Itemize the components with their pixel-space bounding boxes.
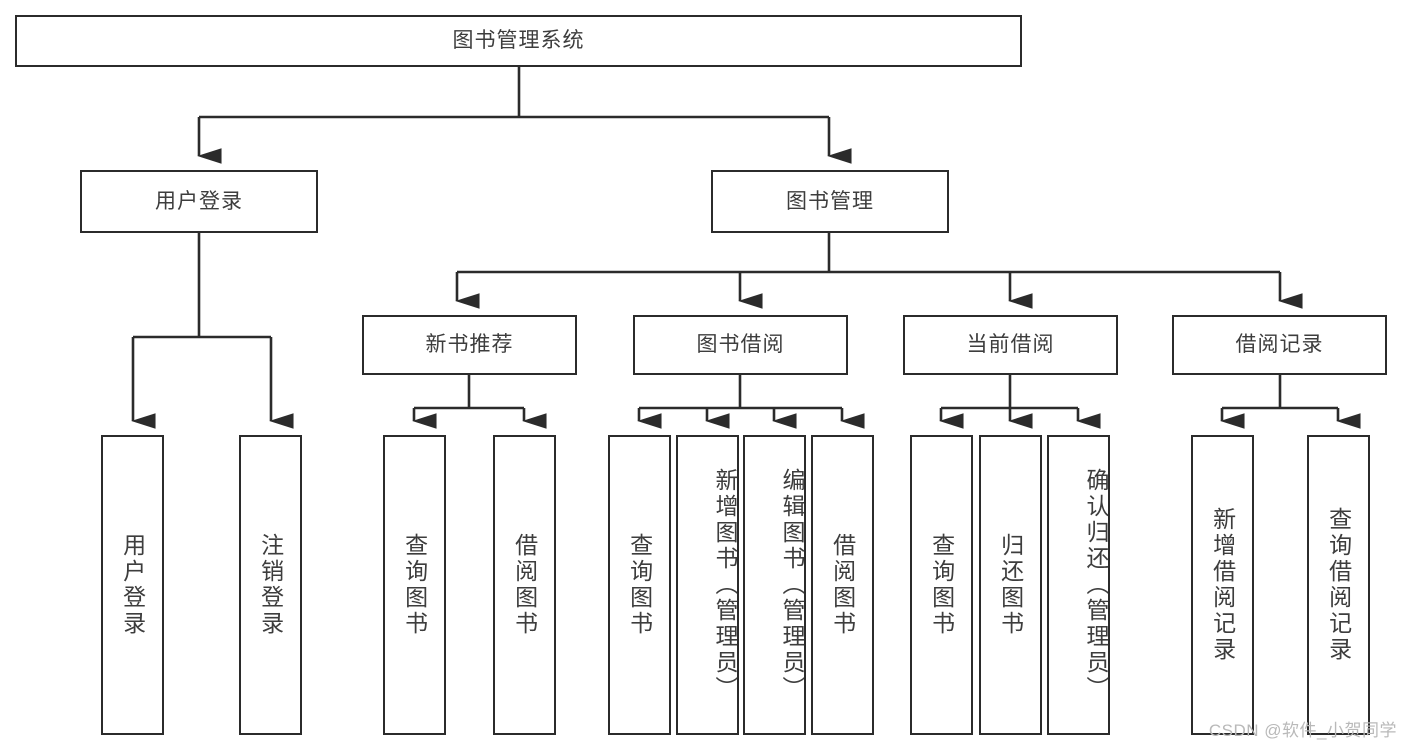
node-label: 新书推荐 <box>425 333 514 357</box>
leaf-newbook-borrow-book[interactable]: 借阅图书 <box>493 435 556 735</box>
node-current-borrow[interactable]: 当前借阅 <box>903 315 1118 375</box>
node-root-system[interactable]: 图书管理系统 <box>15 15 1022 67</box>
node-label: 借阅记录 <box>1235 333 1324 357</box>
node-label: 用户登录 <box>119 533 146 637</box>
node-new-book-recommend[interactable]: 新书推荐 <box>362 315 577 375</box>
node-label: 新增图书（管理员） <box>712 468 738 702</box>
node-label: 查询图书 <box>626 533 653 637</box>
leaf-user-login[interactable]: 用户登录 <box>101 435 164 735</box>
watermark-text: CSDN @软件_小贺同学 <box>1208 721 1397 740</box>
node-label: 查询图书 <box>401 533 428 637</box>
node-label: 借阅图书 <box>829 533 856 637</box>
node-label: 当前借阅 <box>966 333 1055 357</box>
node-borrow-record[interactable]: 借阅记录 <box>1172 315 1387 375</box>
leaf-newbook-query-book[interactable]: 查询图书 <box>383 435 446 735</box>
node-label: 查询图书 <box>928 533 955 637</box>
node-label: 确认归还（管理员） <box>1083 468 1109 702</box>
node-label: 新增借阅记录 <box>1209 507 1236 663</box>
node-label: 归还图书 <box>997 533 1024 637</box>
node-label: 注销登录 <box>257 533 284 637</box>
node-user-login[interactable]: 用户登录 <box>80 170 318 233</box>
node-book-borrow[interactable]: 图书借阅 <box>633 315 848 375</box>
leaf-borrow-add-book-admin[interactable]: 新增图书（管理员） <box>676 435 739 735</box>
leaf-borrow-borrow-book[interactable]: 借阅图书 <box>811 435 874 735</box>
node-book-management[interactable]: 图书管理 <box>711 170 949 233</box>
leaf-record-add-record[interactable]: 新增借阅记录 <box>1191 435 1254 735</box>
node-label: 图书管理系统 <box>452 29 585 53</box>
leaf-record-query-record[interactable]: 查询借阅记录 <box>1307 435 1370 735</box>
leaf-current-return-book[interactable]: 归还图书 <box>979 435 1042 735</box>
node-label: 借阅图书 <box>511 533 538 637</box>
node-label: 用户登录 <box>155 189 243 213</box>
node-label: 图书借阅 <box>696 333 785 357</box>
leaf-borrow-query-book[interactable]: 查询图书 <box>608 435 671 735</box>
leaf-current-confirm-return-admin[interactable]: 确认归还（管理员） <box>1047 435 1110 735</box>
leaf-logout[interactable]: 注销登录 <box>239 435 302 735</box>
node-label: 查询借阅记录 <box>1325 507 1352 663</box>
leaf-borrow-edit-book-admin[interactable]: 编辑图书（管理员） <box>743 435 806 735</box>
leaf-current-query-book[interactable]: 查询图书 <box>910 435 973 735</box>
node-label: 图书管理 <box>786 189 874 213</box>
node-label: 编辑图书（管理员） <box>779 468 805 702</box>
